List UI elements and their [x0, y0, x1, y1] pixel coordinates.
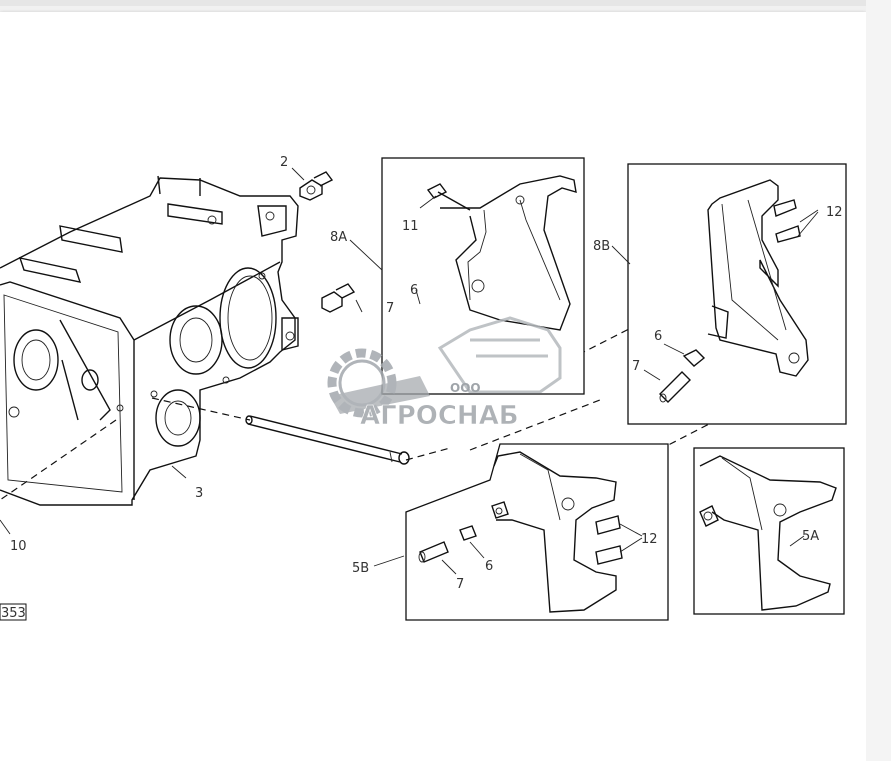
box-5a: [693, 447, 845, 615]
gear-logo-icon: [327, 348, 430, 418]
label-5a: 5A: [802, 529, 819, 544]
pin-7-5b: [419, 541, 449, 563]
box-8a: [381, 157, 585, 395]
pad-5b-bottom: [595, 545, 623, 565]
label-11: 11: [402, 219, 419, 234]
dash-line-2: [405, 447, 451, 461]
label-3: 3: [195, 486, 203, 501]
bolt-7-housing: [321, 283, 356, 313]
pin-7-8b: [659, 371, 691, 403]
spring-6-8b: [682, 349, 706, 367]
shift-rail: [245, 415, 410, 465]
pad-5b-top: [595, 515, 621, 535]
box-8b: [627, 163, 847, 425]
label-10: 10: [10, 539, 27, 554]
label-6-8a: 6: [410, 283, 418, 298]
dash-line-3: [0, 419, 117, 501]
part-labels: 2 3 5A 5B 6 6 6 7 7 7 8A 8B 10 11 12 12 …: [0, 155, 843, 621]
label-ref-353: 353: [1, 606, 26, 621]
watermark-prefix: ООО: [450, 381, 481, 395]
bolt-11: [419, 183, 471, 211]
gearbox-housing: [0, 175, 299, 506]
leader-lines: [0, 167, 819, 575]
label-8b: 8B: [593, 239, 610, 254]
label-5b: 5B: [352, 561, 369, 576]
label-7-5b: 7: [456, 577, 464, 592]
dash-line-1: [151, 397, 251, 421]
label-8a: 8A: [330, 230, 347, 245]
parts-diagram: 2 3 5A 5B 6 6 6 7 7 7 8A 8B 10 11 12 12 …: [0, 155, 847, 621]
bolt-2: [299, 171, 334, 201]
watermark-name: АГРОСНАБ: [360, 401, 519, 431]
label-7-housing: 7: [386, 301, 394, 316]
watermark: ООО АГРОСНАБ: [327, 316, 562, 431]
ref-box: [0, 603, 27, 621]
label-12-8b: 12: [826, 205, 843, 220]
box-5b: [405, 443, 669, 621]
label-6-8b: 6: [654, 329, 662, 344]
pad-8b-bottom: [775, 225, 801, 243]
label-12-5b: 12: [641, 532, 658, 547]
top-strip: [0, 0, 891, 6]
label-6-5b: 6: [485, 559, 493, 574]
label-7-8b: 7: [632, 359, 640, 374]
scrollbar[interactable]: [866, 0, 891, 761]
tractor-logo-icon: [437, 316, 562, 394]
label-2: 2: [280, 155, 288, 170]
spring-6-5b: [459, 525, 477, 541]
pad-8b-top: [773, 199, 797, 217]
